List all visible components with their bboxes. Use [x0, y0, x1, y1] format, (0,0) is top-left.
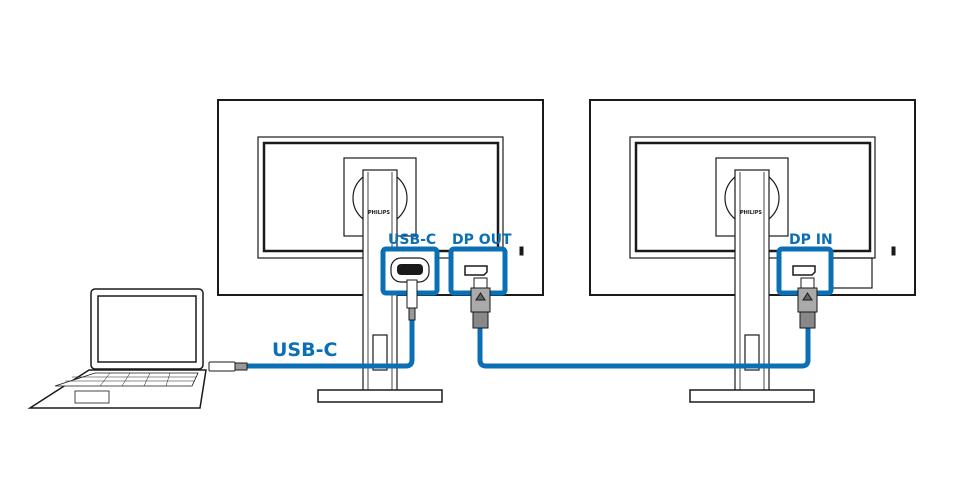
label-usbc-cable: USB-C [272, 339, 337, 361]
keyboard [54, 372, 199, 387]
displayport-icon [792, 265, 816, 276]
philips-logo-left: PHILIPS [368, 210, 390, 216]
dp-plug-right [797, 277, 818, 329]
label-dp-out: DP OUT [452, 232, 512, 248]
laptop [27, 288, 207, 409]
displayport-icon [464, 265, 488, 276]
displayport-cable [477, 328, 811, 369]
right-monitor [589, 99, 916, 403]
philips-logo-right: PHILIPS [740, 210, 762, 216]
touchpad [74, 390, 110, 404]
dp-in-port-box [776, 246, 834, 296]
label-dp-in: DP IN [789, 232, 833, 248]
dp-plug-left [470, 277, 491, 329]
label-usbc-port: USB-C [388, 232, 436, 248]
usbc-plug-laptop [208, 361, 248, 372]
usbc-cable [246, 318, 415, 369]
usbc-plug-monitor [406, 279, 418, 321]
dp-out-port-box [448, 246, 508, 296]
